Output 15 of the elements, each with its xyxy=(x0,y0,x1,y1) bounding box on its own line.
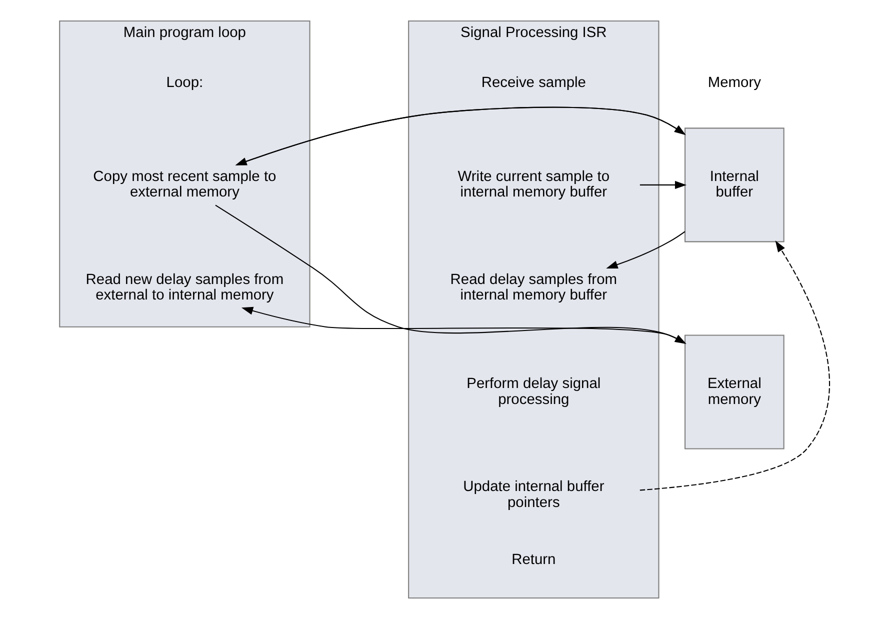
arrow xyxy=(606,231,685,269)
node-text: Read new delay samples from external to internal memory xyxy=(85,272,284,304)
node-text: Copy most recent sample to external memory xyxy=(92,168,276,201)
node-text: Loop: xyxy=(166,74,203,91)
node-box: Internal buffer xyxy=(684,128,784,242)
node-text: Read delay samples from internal memory buffer xyxy=(450,272,617,304)
node-text: Update internal buffer pointers xyxy=(462,479,604,511)
arrow xyxy=(639,240,830,491)
label: Memory xyxy=(707,74,760,91)
node-text: Perform delay signal processing xyxy=(466,376,600,408)
node-text: Return xyxy=(511,552,556,568)
node-text: Receive sample xyxy=(480,74,586,91)
node-text: Write current sample to internal memory buffer xyxy=(457,168,610,201)
arrow xyxy=(639,180,686,189)
node-box: External memory xyxy=(684,334,784,450)
